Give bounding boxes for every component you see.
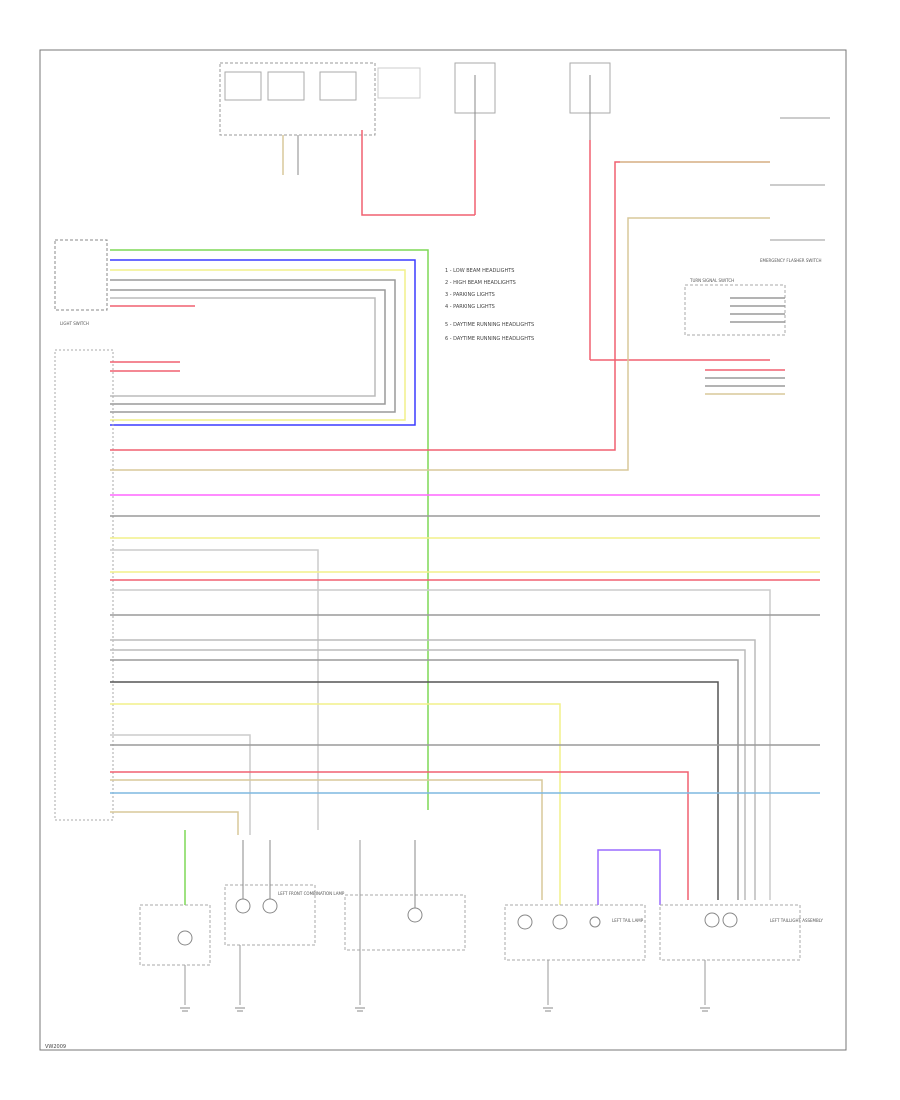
light-switch: LIGHT SWITCH xyxy=(54,239,108,326)
turn-signal-switch-label: TURN SIGNAL SWITCH xyxy=(689,278,734,283)
left-taillight-assembly-label: LEFT TAILLIGHT ASSEMBLY xyxy=(770,918,823,923)
legend-item: 1 - LOW BEAM HEADLIGHTS xyxy=(445,268,514,274)
left-front-combination-lamp-label: LEFT FRONT COMBINATION LAMP xyxy=(278,891,345,896)
light-switch-label: LIGHT SWITCH xyxy=(60,321,89,326)
lamp-assembly-5: LEFT TAILLIGHT ASSEMBLY xyxy=(659,904,823,1005)
diagram-border xyxy=(39,49,847,1051)
left-connector-strip xyxy=(54,349,114,821)
switch-harness xyxy=(110,249,429,810)
lamp-assembly-2: LEFT FRONT COMBINATION LAMP xyxy=(224,840,345,1005)
wire-red-right xyxy=(110,161,770,451)
lamp-assembly-3 xyxy=(344,840,466,1005)
lamp-assembly-4: LEFT TAIL LAMP xyxy=(504,849,661,1005)
ground-symbols xyxy=(180,1007,710,1012)
legend-item: 5 - DAYTIME RUNNING HEADLIGHTS xyxy=(445,322,534,328)
short-wires xyxy=(110,361,180,372)
lamp-assembly-1 xyxy=(139,830,211,1005)
fuse-block-left xyxy=(454,62,496,215)
wire-red-top xyxy=(361,130,475,216)
wire-tan-right xyxy=(110,217,770,471)
connector-top-left xyxy=(282,135,299,175)
right-mid-connector xyxy=(705,369,785,395)
turn-signal-switch: TURN SIGNAL SWITCH xyxy=(684,278,786,336)
diagram-code: VW2009 xyxy=(45,1044,66,1050)
legend: 1 - LOW BEAM HEADLIGHTS 2 - HIGH BEAM HE… xyxy=(445,268,534,342)
emergency-flasher-switch: EMERGENCY FLASHER SWITCH xyxy=(760,117,830,263)
top-switch-block xyxy=(219,62,421,136)
emergency-flasher-switch-label: EMERGENCY FLASHER SWITCH xyxy=(760,258,822,263)
left-tail-lamp-label: LEFT TAIL LAMP xyxy=(612,918,644,923)
bus-wires xyxy=(110,494,820,905)
legend-item: 2 - HIGH BEAM HEADLIGHTS xyxy=(445,280,516,286)
fuse-block-right xyxy=(569,62,770,361)
legend-item: 6 - DAYTIME RUNNING HEADLIGHTS xyxy=(445,336,534,342)
legend-item: 4 - PARKING LIGHTS xyxy=(445,304,495,310)
legend-item: 3 - PARKING LIGHTS xyxy=(445,292,495,298)
